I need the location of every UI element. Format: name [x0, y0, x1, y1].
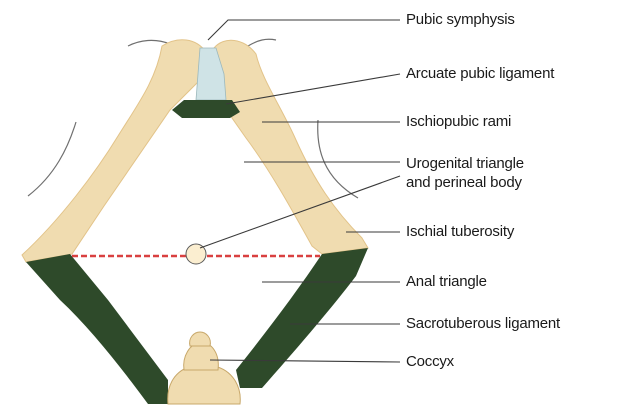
- left-ischiopubic-ramus: [22, 40, 206, 262]
- label-ischiopubic-rami: Ischiopubic rami: [406, 112, 511, 131]
- label-anal-triangle: Anal triangle: [406, 272, 487, 291]
- arcuate-pubic-ligament-shape: [172, 100, 240, 118]
- label-pubic-symphysis: Pubic symphysis: [406, 10, 515, 29]
- label-urogenital-triangle: Urogenital triangle and perineal body: [406, 154, 524, 192]
- label-sacrotuberous-ligament: Sacrotuberous ligament: [406, 314, 560, 333]
- label-urogenital-triangle-line2: and perineal body: [406, 173, 524, 192]
- leader-pubic-symphysis: [208, 20, 400, 40]
- label-ischial-tuberosity: Ischial tuberosity: [406, 222, 514, 241]
- left-sacrotuberous-ligament: [26, 254, 168, 404]
- label-coccyx: Coccyx: [406, 352, 454, 371]
- right-ischiopubic-ramus: [214, 40, 368, 254]
- label-arcuate-pubic-ligament: Arcuate pubic ligament: [406, 64, 554, 83]
- coccyx-shape: [168, 332, 241, 404]
- label-urogenital-triangle-line1: Urogenital triangle: [406, 154, 524, 173]
- leader-coccyx: [210, 360, 400, 362]
- right-sacrotuberous-ligament: [236, 248, 368, 388]
